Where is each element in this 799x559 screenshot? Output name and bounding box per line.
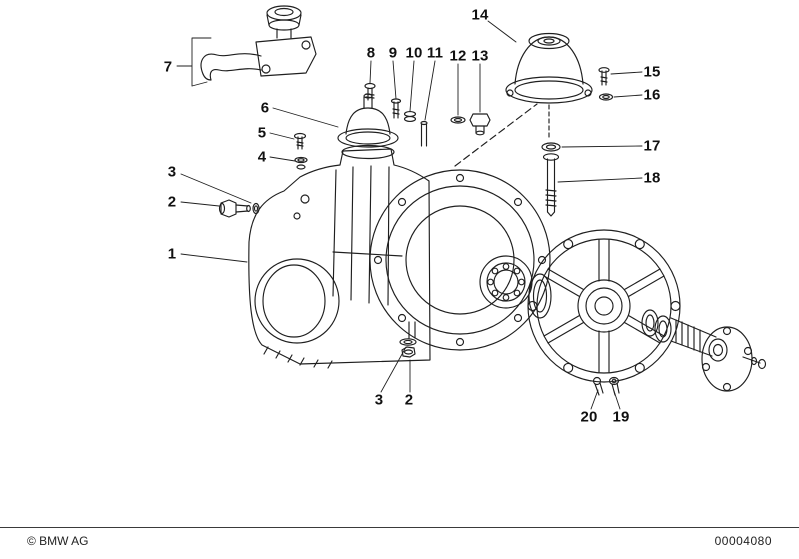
shaft-seals <box>642 310 671 342</box>
callout-18: 18 <box>643 169 661 187</box>
callout-7: 7 <box>163 58 173 76</box>
callout-5: 5 <box>257 124 267 142</box>
bell-housing-cover <box>370 170 550 350</box>
washer-17 <box>542 143 560 151</box>
bolt-20 <box>594 378 604 396</box>
callout-8: 8 <box>366 44 376 62</box>
callout-4: 4 <box>257 148 267 166</box>
callout-10: 10 <box>405 44 423 62</box>
callout-6: 6 <box>260 99 270 117</box>
callout-11: 11 <box>426 44 444 62</box>
output-shaft-and-flange <box>671 318 766 391</box>
callout-3-bottom: 3 <box>374 391 384 409</box>
bolt-15 <box>599 68 609 85</box>
stud-9 <box>392 99 401 118</box>
part-number: 00004080 <box>714 534 772 548</box>
vent-pipe-assembly <box>201 6 316 80</box>
leader-lines <box>177 21 642 409</box>
washer-4 <box>295 157 307 169</box>
copyright-text: © BMW AG <box>27 534 89 548</box>
callout-19: 19 <box>612 408 630 426</box>
bolt-5 <box>295 134 306 150</box>
bolt-8 <box>365 84 375 101</box>
housing-part-1 <box>249 149 430 368</box>
alignment-dashes <box>455 104 537 166</box>
washer-16 <box>600 94 613 100</box>
callout-20: 20 <box>580 408 598 426</box>
bolt-18 <box>544 154 559 216</box>
stud-11 <box>421 122 427 147</box>
washer-10 <box>405 112 416 122</box>
callout-14: 14 <box>471 6 489 24</box>
ball-bearing <box>480 256 532 308</box>
washer-12 <box>451 117 465 123</box>
callout-2-bottom: 2 <box>404 391 414 409</box>
callout-2-left: 2 <box>167 193 177 211</box>
callout-15: 15 <box>643 63 661 81</box>
callout-3-left: 3 <box>167 163 177 181</box>
plug-13 <box>470 114 490 135</box>
bolt-19-with-washer <box>610 378 620 396</box>
spoked-cover-plate <box>528 230 680 382</box>
callout-12: 12 <box>449 47 467 65</box>
callout-13: 13 <box>471 47 489 65</box>
rubber-mount-rear-14 <box>506 34 592 141</box>
callout-17: 17 <box>643 137 661 155</box>
callout-1: 1 <box>167 245 177 263</box>
callout-16: 16 <box>643 86 661 104</box>
washer-and-nut-bottom <box>400 339 416 357</box>
callout-9: 9 <box>388 44 398 62</box>
footer-divider <box>0 527 799 528</box>
drain-plug-and-washer <box>220 200 260 217</box>
